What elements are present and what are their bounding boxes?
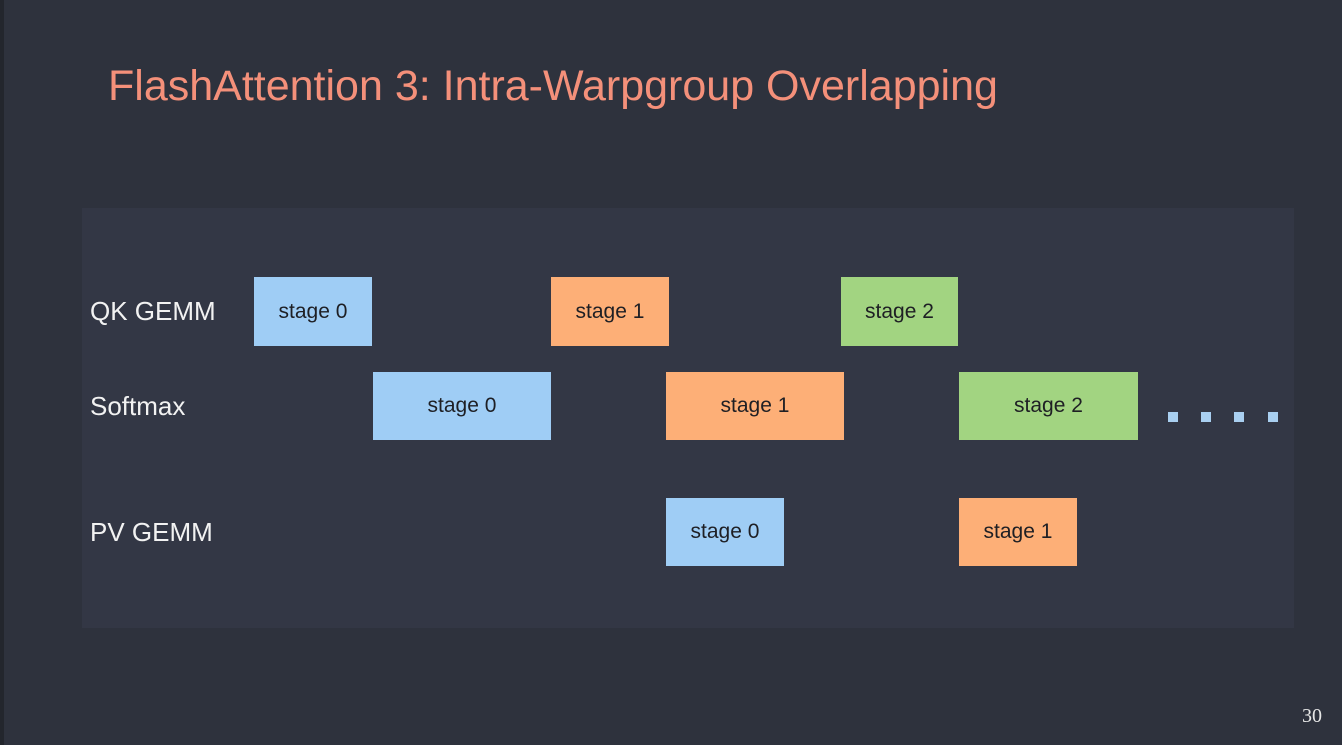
- softmax-stage-1-block: stage 1: [666, 372, 844, 440]
- pv-gemm-stage-1-block: stage 1: [959, 498, 1077, 566]
- continuation-dot: [1234, 412, 1244, 422]
- continuation-dot: [1201, 412, 1211, 422]
- slide-title: FlashAttention 3: Intra-Warpgroup Overla…: [108, 62, 998, 110]
- softmax-stage-2-block: stage 2: [959, 372, 1138, 440]
- continuation-dot: [1268, 412, 1278, 422]
- pv-gemm-stage-0-block: stage 0: [666, 498, 784, 566]
- page-number: 30: [1302, 705, 1322, 727]
- row-label-pv-gemm: PV GEMM: [90, 517, 213, 547]
- qk-gemm-stage-2-block: stage 2: [841, 277, 958, 346]
- row-label-softmax: Softmax: [90, 391, 186, 421]
- continuation-dot: [1168, 412, 1178, 422]
- row-label-qk-gemm: QK GEMM: [90, 296, 216, 326]
- qk-gemm-stage-1-block: stage 1: [551, 277, 669, 346]
- qk-gemm-stage-0-block: stage 0: [254, 277, 372, 346]
- slide-left-edge: [0, 0, 4, 745]
- softmax-stage-0-block: stage 0: [373, 372, 551, 440]
